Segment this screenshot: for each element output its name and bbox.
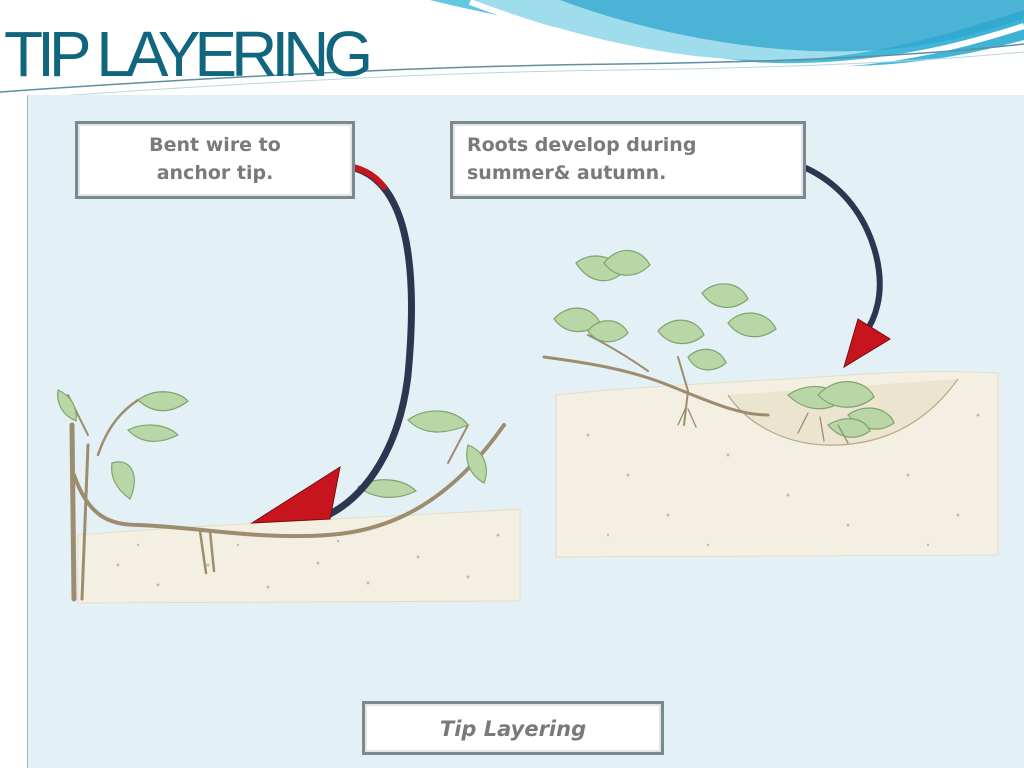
label-roots-develop-line-1: Roots develop during: [467, 134, 697, 156]
slide-left-margin: [0, 95, 28, 768]
right-soil-speckles: [586, 413, 980, 547]
label-bent-wire-line-1: Bent wire to: [149, 134, 281, 156]
illustration-artwork: [57, 153, 999, 604]
label-bent-wire-line-2: anchor tip.: [156, 162, 274, 184]
right-arrow-head: [843, 318, 891, 369]
new-rooted-tip: [787, 381, 895, 438]
left-soil-speckles: [116, 533, 500, 589]
label-bent-wire: Bent wire to anchor tip.: [75, 121, 355, 199]
right-mother-plant: [542, 334, 770, 426]
left-arrow-body: [324, 161, 415, 519]
label-roots-develop-line-2: summer& autumn.: [467, 162, 667, 184]
right-leaves: [553, 249, 777, 371]
left-leaves: [57, 389, 487, 500]
header-wave-banner: [0, 0, 1024, 110]
tip-layering-illustration: Bent wire to anchor tip. Roots develop d…: [28, 95, 1024, 768]
right-soil-hollow: [727, 378, 959, 446]
slide-title: TIP LAYERING: [4, 18, 373, 90]
left-mother-plant: [67, 394, 506, 602]
new-roots: [677, 406, 849, 444]
left-soil-bed: [77, 508, 521, 604]
label-roots-develop: Roots develop during summer& autumn.: [450, 121, 806, 199]
figure-caption: Tip Layering: [362, 701, 664, 755]
left-arrow-head: [250, 465, 341, 524]
